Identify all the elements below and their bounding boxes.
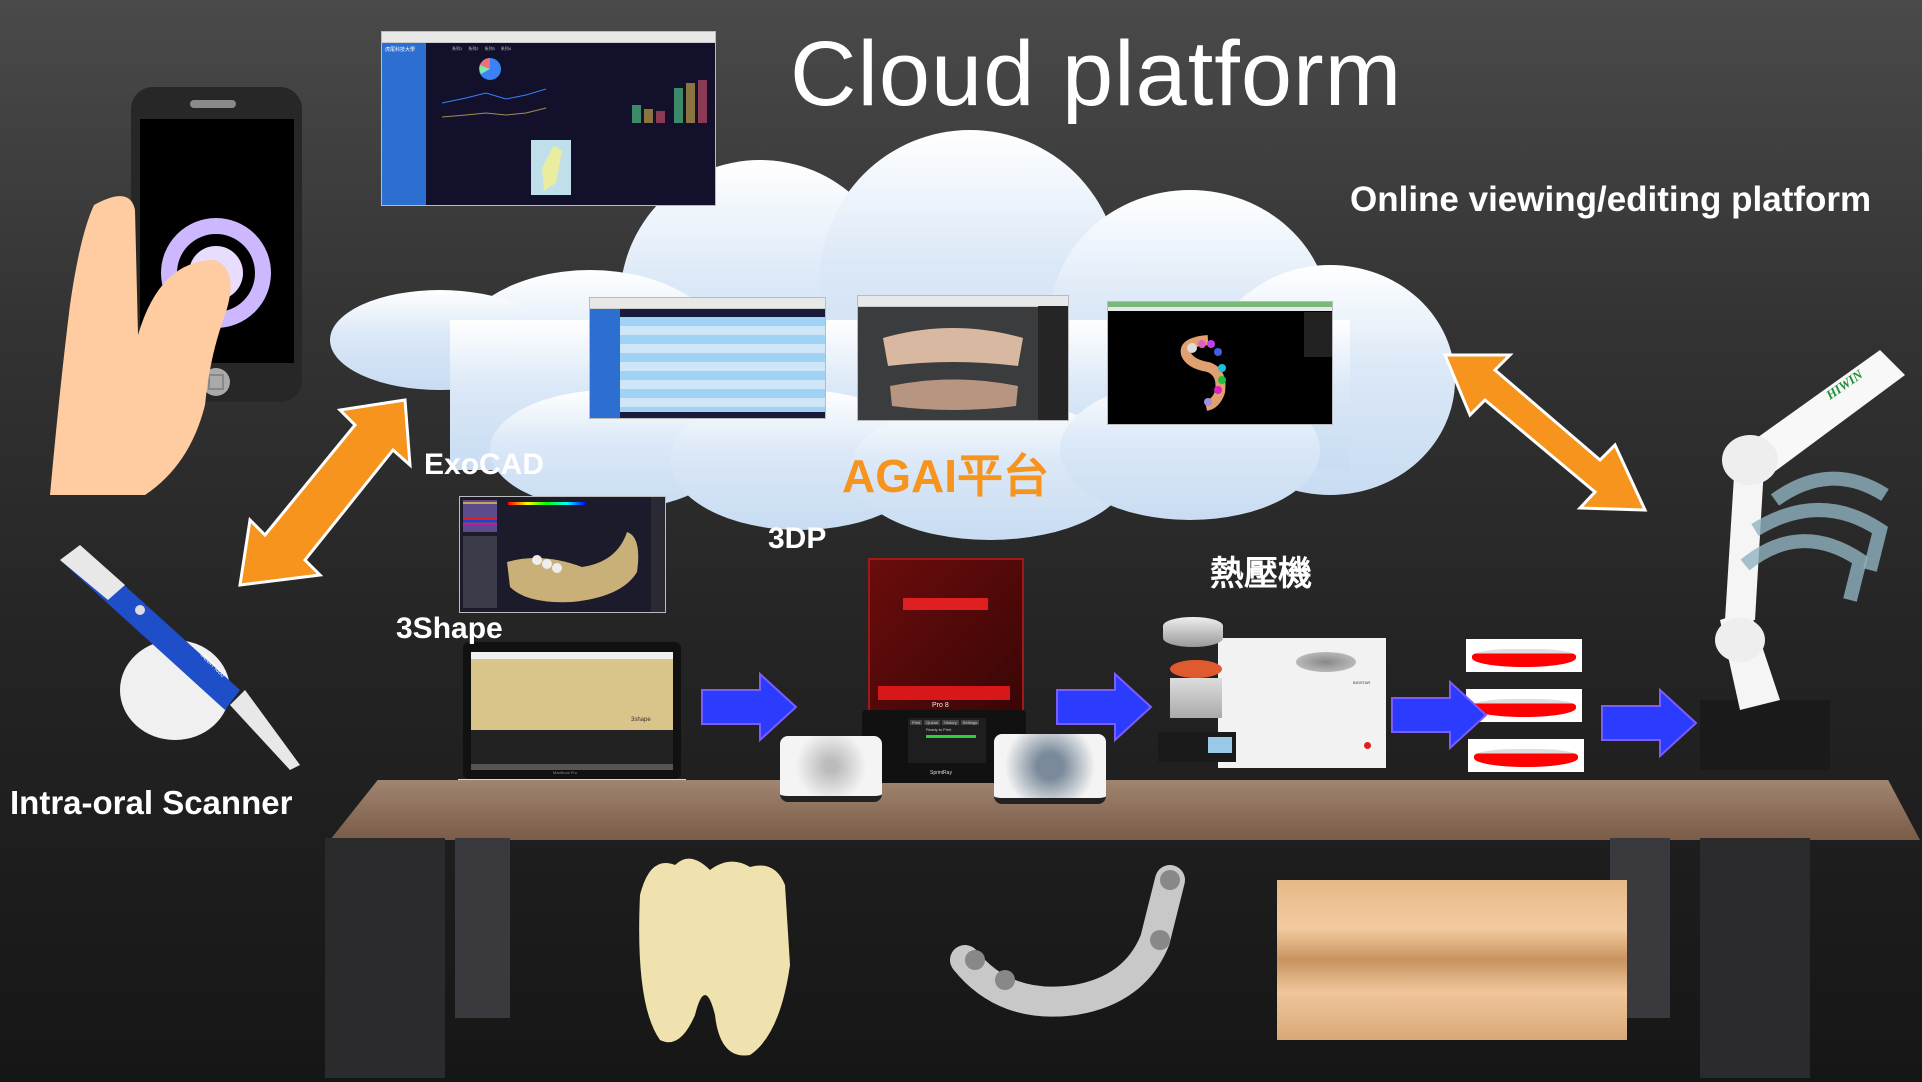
scanner-label: Intra-oral Scanner [10, 784, 293, 821]
aligner-held [1751, 503, 1888, 572]
legend-item: 系列1 [452, 46, 463, 51]
exocad-left-panel [463, 500, 497, 532]
aligner-image [1468, 739, 1584, 772]
viewer-tab-bar [1108, 302, 1332, 307]
line-series [441, 88, 547, 104]
teeth-viewer-screenshot [858, 296, 1068, 420]
aligner-held [1770, 471, 1889, 506]
dental-model-photo [1277, 880, 1627, 1040]
bar [632, 105, 641, 123]
printer-menu-queue: Queue [924, 720, 941, 725]
intraoral-scanner: MEDIT i600 [60, 545, 300, 770]
printer-menu-settings: Settings [960, 720, 980, 725]
color-scale-bar [508, 502, 586, 505]
robot-base [1700, 700, 1830, 770]
aligner-held [1740, 534, 1868, 602]
arch-viewer-screenshot [1108, 302, 1332, 424]
threeshape-screenshot: 3shape [471, 652, 673, 770]
table-leg [1700, 838, 1810, 1078]
forming-chamber [1170, 678, 1222, 718]
process-arrow-icon [1601, 688, 1698, 758]
lcd-display [1208, 737, 1232, 753]
pie-slice [480, 58, 490, 69]
resin-tank [878, 686, 1010, 700]
crown-bridge-model [639, 858, 790, 1056]
bar [686, 83, 695, 123]
laptop: 3shape MacBook Pro [458, 642, 686, 787]
table-footer [620, 412, 825, 418]
agai-platform-label: AGAI平台 [842, 450, 1049, 502]
exocad-right-toolbar [651, 497, 665, 612]
threeshape-logo: 3shape [631, 717, 651, 723]
layer-panel [1304, 312, 1332, 357]
aligner-image [1466, 639, 1582, 672]
3shape-label: 3Shape [396, 612, 503, 645]
page-title: Cloud platform [790, 23, 1403, 125]
browser-bar [382, 32, 715, 43]
dashboard-screenshot: 虎尾科技大學 系列1 系列2 系列3 系列4 [382, 32, 715, 205]
dental-arch-model [1180, 335, 1226, 411]
data-table [620, 317, 825, 412]
bar [674, 88, 683, 123]
table-top [330, 780, 1920, 840]
exocad-label: ExoCAD [424, 448, 545, 481]
laptop-brand: MacBook Pro [553, 770, 578, 775]
heater-lid [1163, 617, 1223, 647]
dashboard-charts [441, 58, 707, 195]
browser-bar [858, 296, 1068, 307]
printer-model: Pro 8 [932, 702, 949, 709]
dashboard-sidebar-title: 虎尾科技大學 [385, 47, 416, 53]
ct-panels [471, 730, 673, 764]
table-leg [325, 838, 445, 1078]
vacuum-plate [1296, 652, 1356, 672]
machine-brand: BIOSTAR [1353, 680, 1371, 685]
pie-slice [479, 65, 490, 74]
bar [656, 111, 665, 123]
line-series [441, 107, 547, 118]
viewer-address-bar [1108, 307, 1332, 311]
table-header-bar [620, 309, 825, 317]
bar [644, 109, 653, 123]
3dp-label: 3DP [768, 522, 827, 555]
agai-table-screenshot [590, 298, 825, 418]
teeth-model [883, 328, 1023, 410]
process-arrow-icon [1391, 680, 1488, 750]
table-sidebar [590, 309, 620, 418]
build-plate [903, 598, 988, 610]
jaw-model [507, 532, 639, 603]
process-arrow-icon [701, 672, 798, 742]
online-platform-label: Online viewing/editing platform [1350, 180, 1872, 219]
thermoforming-machine: BIOSTAR [1158, 612, 1386, 772]
printed-crowns-tray [780, 736, 882, 802]
heating-element [1170, 660, 1222, 678]
bidirectional-arrow-icon [238, 398, 412, 587]
robot-arm: HIWIN [1700, 350, 1905, 770]
dashboard-legend: 系列1 系列2 系列3 系列4 [452, 46, 511, 52]
bidirectional-arrow-icon [1442, 353, 1648, 512]
dashboard-sidebar: 虎尾科技大學 [382, 43, 426, 205]
smartphone-illustration [50, 87, 302, 495]
printer-brand: SprintRay [930, 770, 952, 776]
phone-speaker [190, 100, 236, 108]
exocad-tool-panel [463, 536, 497, 608]
surgical-guide-model [950, 865, 1185, 1017]
power-button [1364, 742, 1371, 749]
legend-item: 系列2 [468, 46, 479, 51]
printer-menu-print: Print [910, 720, 923, 725]
printer-status: Ready to Print [926, 727, 952, 732]
legend-item: 系列3 [484, 46, 495, 51]
process-arrow-icon [1056, 672, 1153, 742]
thermoformer-label: 熱壓機 [1210, 555, 1312, 593]
legend-item: 系列4 [500, 46, 511, 51]
viewer-side-panel [1038, 306, 1068, 420]
exocad-screenshot [460, 497, 665, 612]
hand [50, 196, 231, 495]
printer-touchscreen: Print Queue History Settings Ready to Pr… [908, 718, 986, 763]
printed-models-tray [994, 734, 1106, 804]
bar [698, 80, 707, 123]
browser-bar [590, 298, 825, 309]
printer-menu-history: History [942, 720, 959, 725]
table-leg [455, 838, 510, 1018]
